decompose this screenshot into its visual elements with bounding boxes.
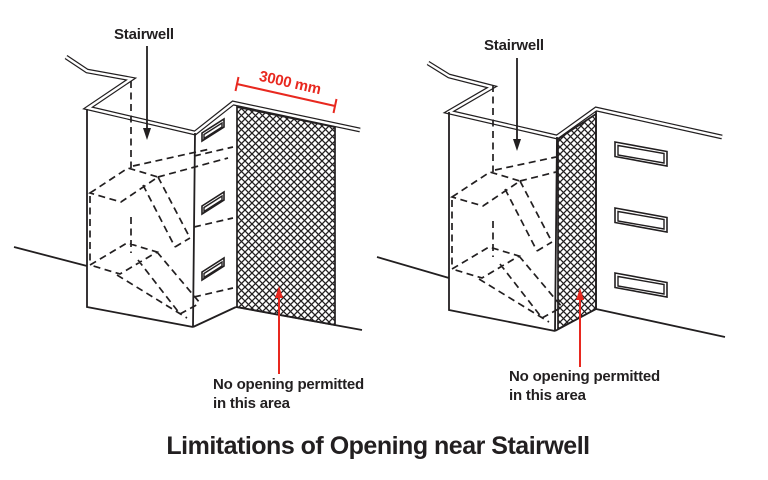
no-opening-hatch-area — [557, 112, 597, 331]
stairwell-label-right: Stairwell — [484, 37, 544, 54]
stairwell-arrow — [513, 58, 521, 151]
building-outline — [13, 109, 363, 331]
note-line1: No opening permitted — [213, 376, 364, 393]
parapet-roof-line — [426, 60, 723, 140]
no-opening-arrow — [275, 286, 283, 374]
window-slot — [614, 272, 668, 298]
dimension-line — [234, 76, 338, 114]
no-opening-note-right: No opening permitted in this area — [509, 367, 660, 405]
building-outline — [376, 111, 726, 338]
arrowhead-down-icon — [143, 128, 151, 140]
stairwell-hidden-stairs — [87, 81, 234, 319]
note-line1: No opening permitted — [509, 368, 660, 385]
note-line2: in this area — [213, 395, 290, 412]
right-diagram — [376, 58, 726, 367]
stairwell-label-left: Stairwell — [114, 26, 174, 43]
window-slot-inner — [617, 144, 665, 164]
stairwell-arrow — [143, 46, 151, 140]
window-slot-inner — [617, 275, 665, 295]
no-opening-hatch-area — [236, 105, 336, 327]
no-opening-note-left: No opening permitted in this area — [213, 375, 364, 413]
louvre-slot-inner — [203, 260, 223, 279]
window-slot-inner — [617, 210, 665, 230]
note-line2: in this area — [509, 387, 586, 404]
stairwell-louvre-openings — [201, 117, 225, 282]
left-diagram — [13, 46, 363, 374]
louvre-slot-inner — [203, 121, 223, 140]
dimension-3000mm — [234, 76, 338, 114]
wall-window-openings — [614, 141, 668, 298]
parapet-roof-line-inner — [65, 56, 361, 135]
window-slot — [614, 207, 668, 233]
no-opening-arrow — [576, 288, 584, 367]
arrowhead-down-icon — [513, 139, 521, 151]
louvre-slot-inner — [203, 194, 223, 213]
arrowhead-up-icon — [576, 288, 584, 300]
stairwell-hidden-stairs — [449, 85, 563, 323]
window-slot — [614, 141, 668, 167]
arrowhead-up-icon — [275, 286, 283, 298]
figure-title: Limitations of Opening near Stairwell — [166, 432, 590, 460]
